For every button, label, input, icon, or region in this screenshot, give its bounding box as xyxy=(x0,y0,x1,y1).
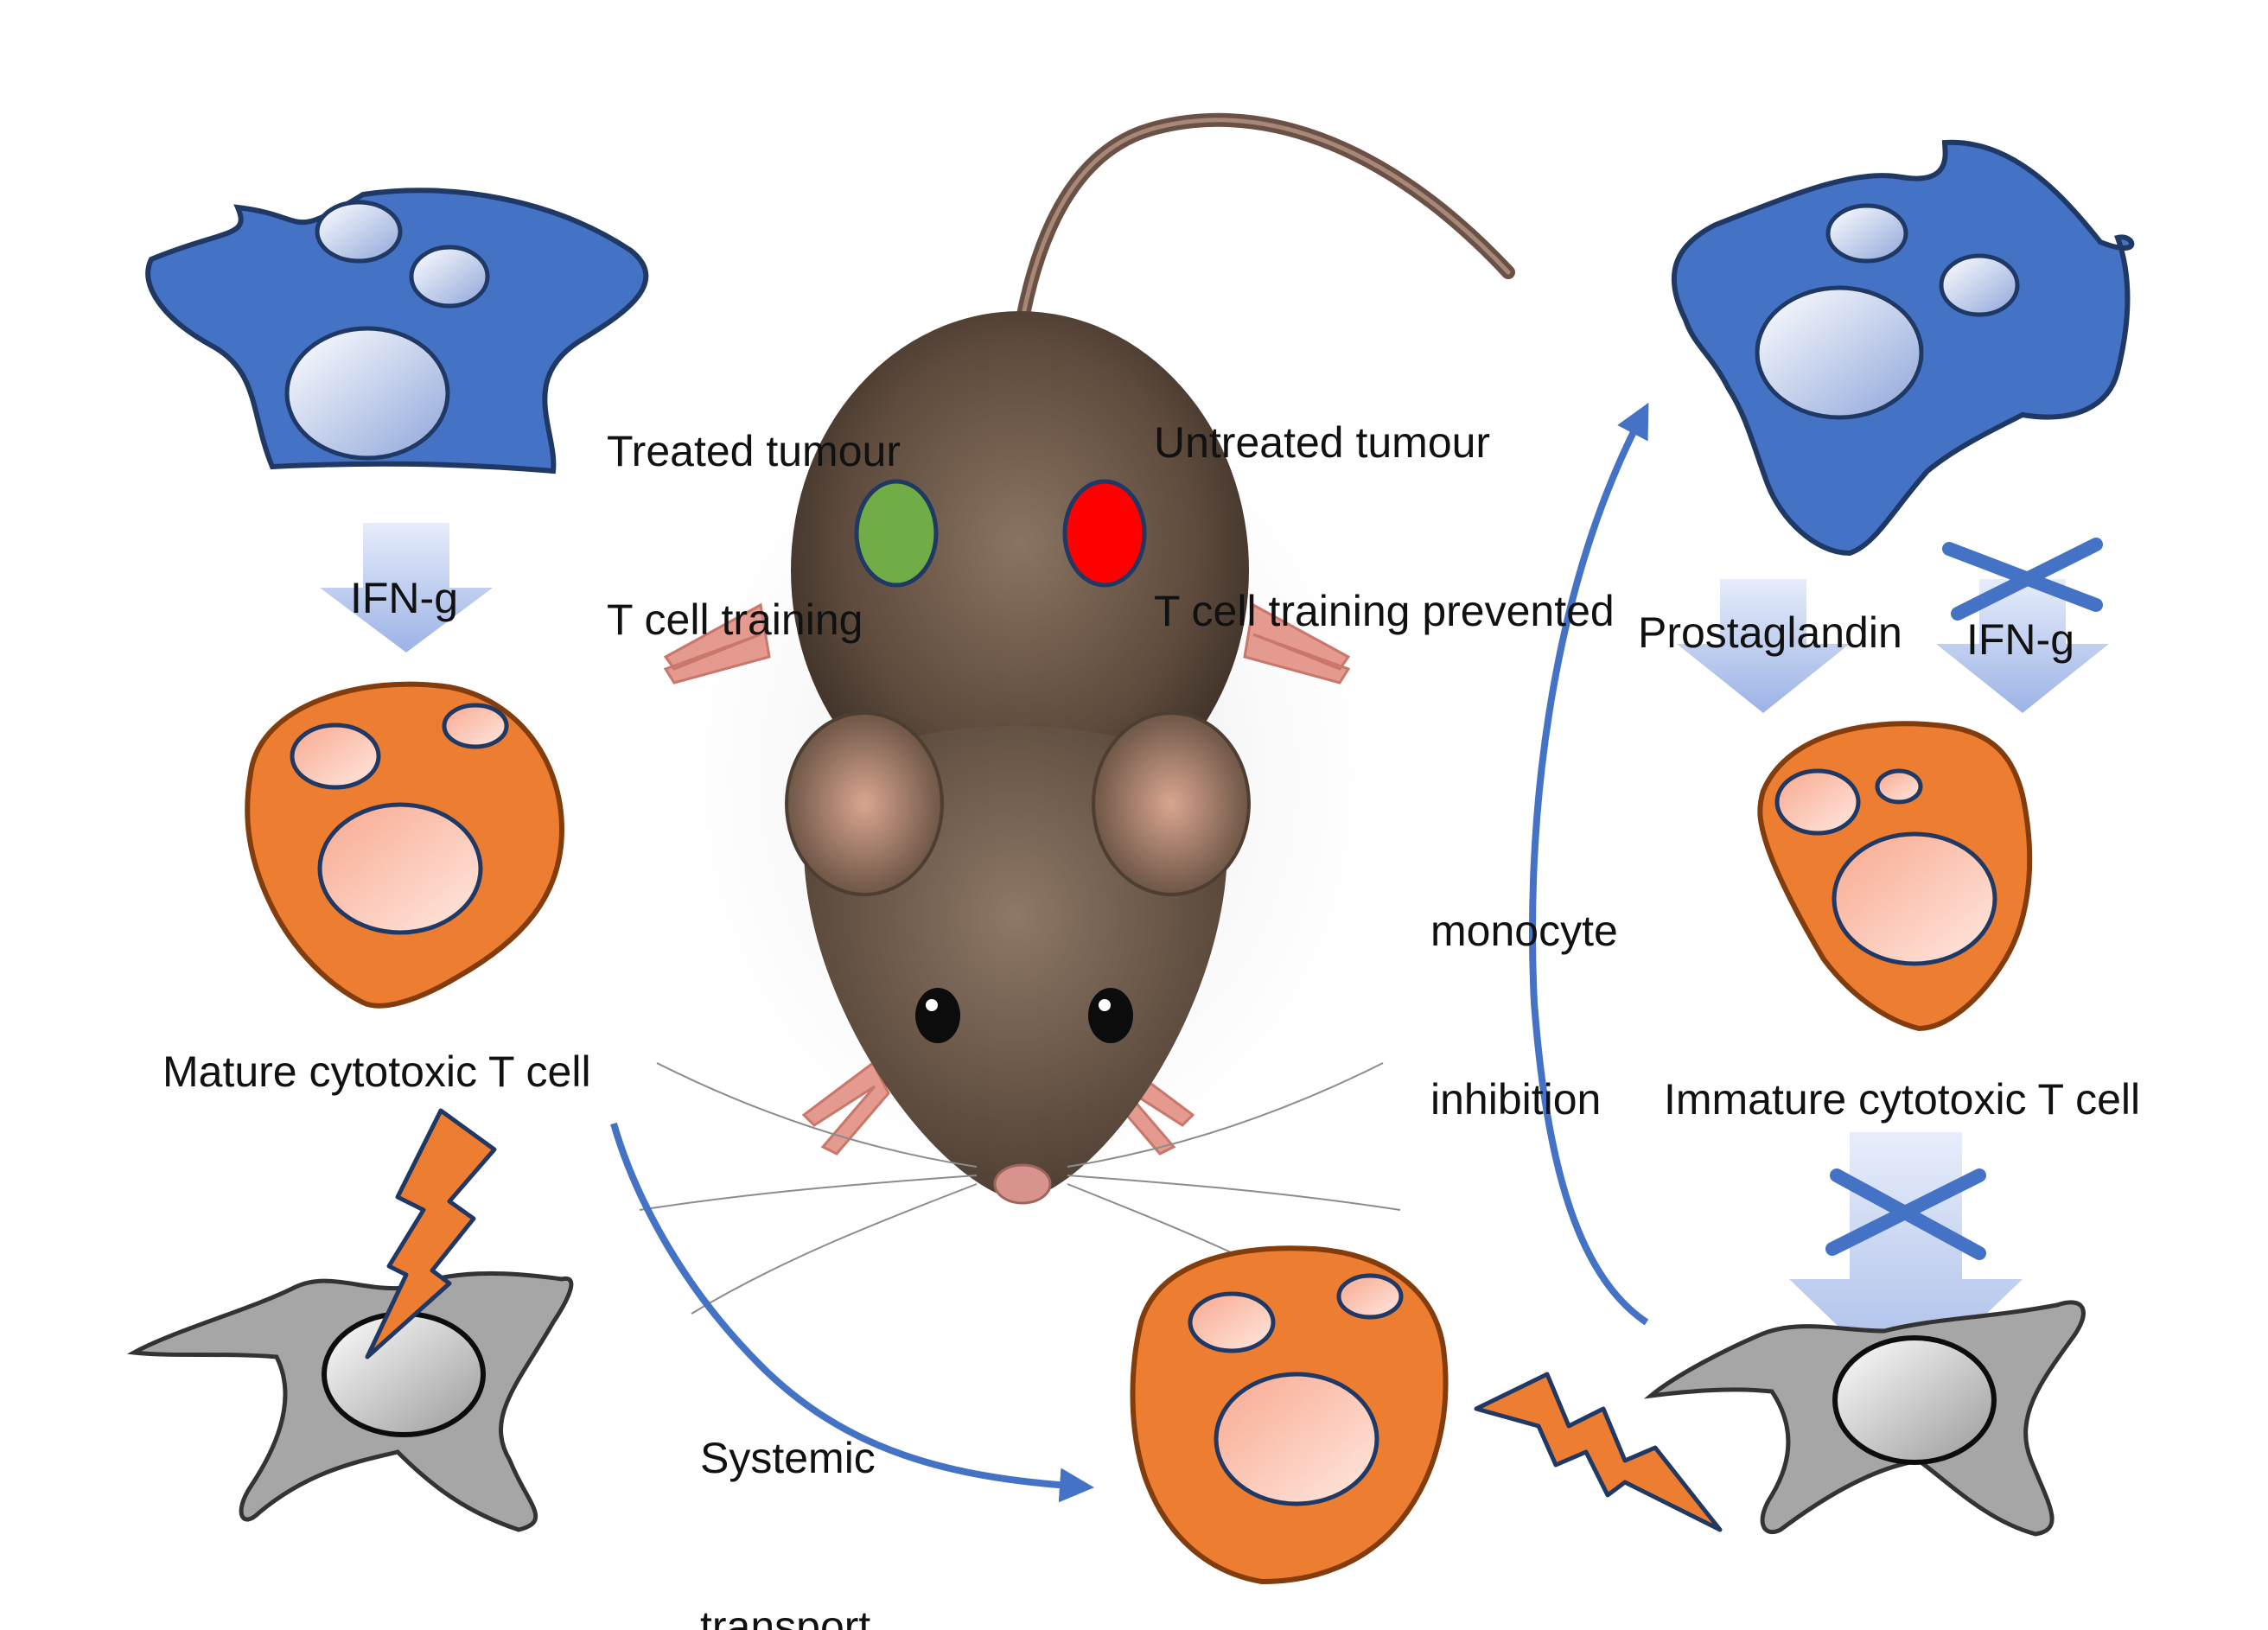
untreated-tumour-label: Untreated tumour T cell training prevent… xyxy=(1154,302,1615,696)
x-cross-icon xyxy=(1825,1168,1986,1260)
monocyte-inhibition-arrow xyxy=(1529,402,1649,1326)
systemic-transport-label: Systemic transport xyxy=(700,1318,876,1630)
immature-t-cell xyxy=(1757,721,2033,1032)
systemic-transport-arrow xyxy=(610,1122,1094,1503)
prostaglandin-label: Prostaglandin xyxy=(1638,608,1902,657)
mouse-illustration xyxy=(614,112,1515,1315)
untreated-label-line1: Untreated tumour xyxy=(1154,418,1491,467)
ifng-arrow-left xyxy=(320,523,493,653)
treated-tumour-cell xyxy=(145,188,649,474)
treated-tumour-marker xyxy=(854,479,939,588)
untreated-tumour-cell xyxy=(1671,139,2135,557)
ifng-arrow-right xyxy=(1936,579,2109,713)
ifng-label-right: IFN-g xyxy=(1966,615,2074,664)
x-cross-icon xyxy=(1942,538,2103,621)
lightning-bolt-icon xyxy=(365,1108,497,1359)
monocyte-label-line1: monocyte xyxy=(1430,907,1618,955)
monocyte-inhibition-label: monocyte inhibition xyxy=(1430,791,1618,1184)
transported-t-cell xyxy=(1130,1245,1449,1585)
target-cell-left xyxy=(126,1270,574,1532)
mature-t-cell xyxy=(245,681,565,1009)
untreated-tumour-marker xyxy=(1062,479,1147,588)
prostaglandin-arrow xyxy=(1677,579,1850,713)
treated-tumour-label: Treated tumour T cell training xyxy=(607,311,901,704)
treated-label-line2: T cell training xyxy=(607,595,863,644)
lightning-bolt-icon xyxy=(1474,1372,1723,1532)
immature-t-cell-label: Immature cytotoxic T cell xyxy=(1664,1075,2141,1124)
untreated-label-line2: T cell training prevented xyxy=(1154,587,1615,635)
treated-label-line1: Treated tumour xyxy=(607,427,901,475)
systemic-label-line2: transport xyxy=(700,1602,871,1630)
ifng-label-left: IFN-g xyxy=(350,574,458,622)
monocyte-label-line2: inhibition xyxy=(1430,1075,1602,1124)
systemic-label-line1: Systemic xyxy=(700,1434,876,1482)
target-cell-right xyxy=(1643,1300,2086,1537)
mature-t-cell-label: Mature cytotoxic T cell xyxy=(162,1047,591,1096)
